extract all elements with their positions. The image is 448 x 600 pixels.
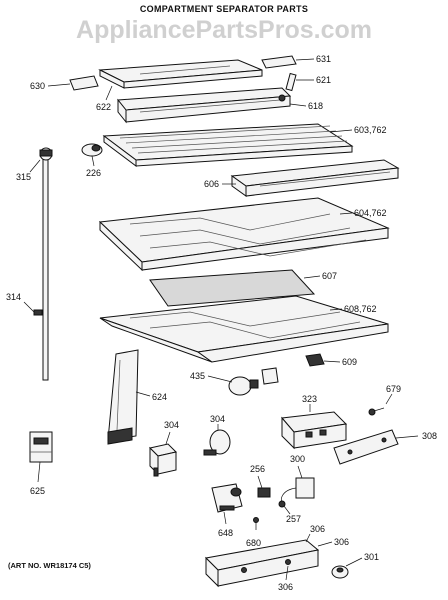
callout-621: 621 [316, 75, 331, 85]
part-323-control-box[interactable] [281, 411, 348, 450]
callout-306-right: 306 [334, 537, 349, 547]
callout-618: 618 [308, 101, 323, 111]
callout-306-top: 306 [310, 524, 325, 534]
callout-300: 300 [290, 454, 305, 464]
diagram-title: COMPARTMENT SEPARATOR PARTS [140, 4, 308, 14]
art-number: (ART NO. WR18174 C5) [8, 561, 91, 570]
callout-304-left: 304 [164, 420, 179, 430]
callout-625: 625 [30, 486, 45, 496]
watermark: AppliancePartsPros.com [76, 16, 372, 44]
part-622-top-frame[interactable] [98, 59, 263, 89]
callout-622: 622 [96, 102, 111, 112]
callout-630: 630 [30, 81, 45, 91]
callout-323: 323 [302, 394, 317, 404]
part-630-bracket[interactable] [69, 75, 99, 91]
part-435-light-bulb[interactable] [228, 367, 279, 396]
part-300-harness[interactable] [281, 477, 315, 507]
callout-648: 648 [218, 528, 233, 538]
part-603-grid-shelf[interactable] [102, 123, 354, 167]
callout-603-762: 603,762 [354, 125, 387, 135]
callout-679: 679 [386, 384, 401, 394]
part-606-trim[interactable] [230, 159, 400, 197]
callout-607: 607 [322, 271, 337, 281]
part-631-cover[interactable] [261, 55, 297, 69]
callout-306-bottom: 306 [278, 582, 293, 592]
part-679-screw[interactable] [368, 407, 385, 416]
part-609-plug[interactable] [305, 353, 325, 367]
part-226-clip[interactable] [81, 143, 103, 157]
callout-604-762: 604,762 [354, 208, 387, 218]
part-604-separator-pan[interactable] [98, 197, 390, 272]
callout-314: 314 [6, 292, 21, 302]
part-608-bottom-pan[interactable] [99, 295, 389, 363]
callout-608-762: 608,762 [344, 304, 377, 314]
callout-308: 308 [422, 431, 437, 441]
callout-435: 435 [190, 371, 205, 381]
part-304-thermostat[interactable] [203, 429, 231, 456]
part-624-baffle[interactable] [107, 349, 139, 445]
part-680-screw[interactable] [253, 517, 259, 531]
part-621-pin[interactable] [285, 72, 297, 92]
part-314-clip[interactable] [33, 309, 43, 316]
part-256-switch[interactable] [257, 487, 271, 498]
part-625-panel[interactable] [29, 431, 53, 463]
part-648-motor[interactable] [211, 483, 243, 513]
callout-624: 624 [152, 392, 167, 402]
part-301-knob[interactable] [331, 565, 349, 579]
callout-257: 257 [286, 514, 301, 524]
part-607-insulation[interactable] [149, 269, 316, 307]
callout-304-right: 304 [210, 414, 225, 424]
callout-680: 680 [246, 538, 261, 548]
part-618-rail[interactable] [117, 87, 292, 124]
part-304-switch-housing[interactable] [149, 443, 177, 477]
callout-256: 256 [250, 464, 265, 474]
callout-301: 301 [364, 552, 379, 562]
callout-631: 631 [316, 54, 331, 64]
callout-315: 315 [16, 172, 31, 182]
callout-606: 606 [204, 179, 219, 189]
callout-226: 226 [86, 168, 101, 178]
part-257-terminal[interactable] [278, 500, 286, 508]
part-315-rod[interactable] [39, 147, 53, 381]
callout-609: 609 [342, 357, 357, 367]
part-306-housing[interactable] [204, 539, 320, 588]
part-308-plate[interactable] [333, 429, 399, 465]
